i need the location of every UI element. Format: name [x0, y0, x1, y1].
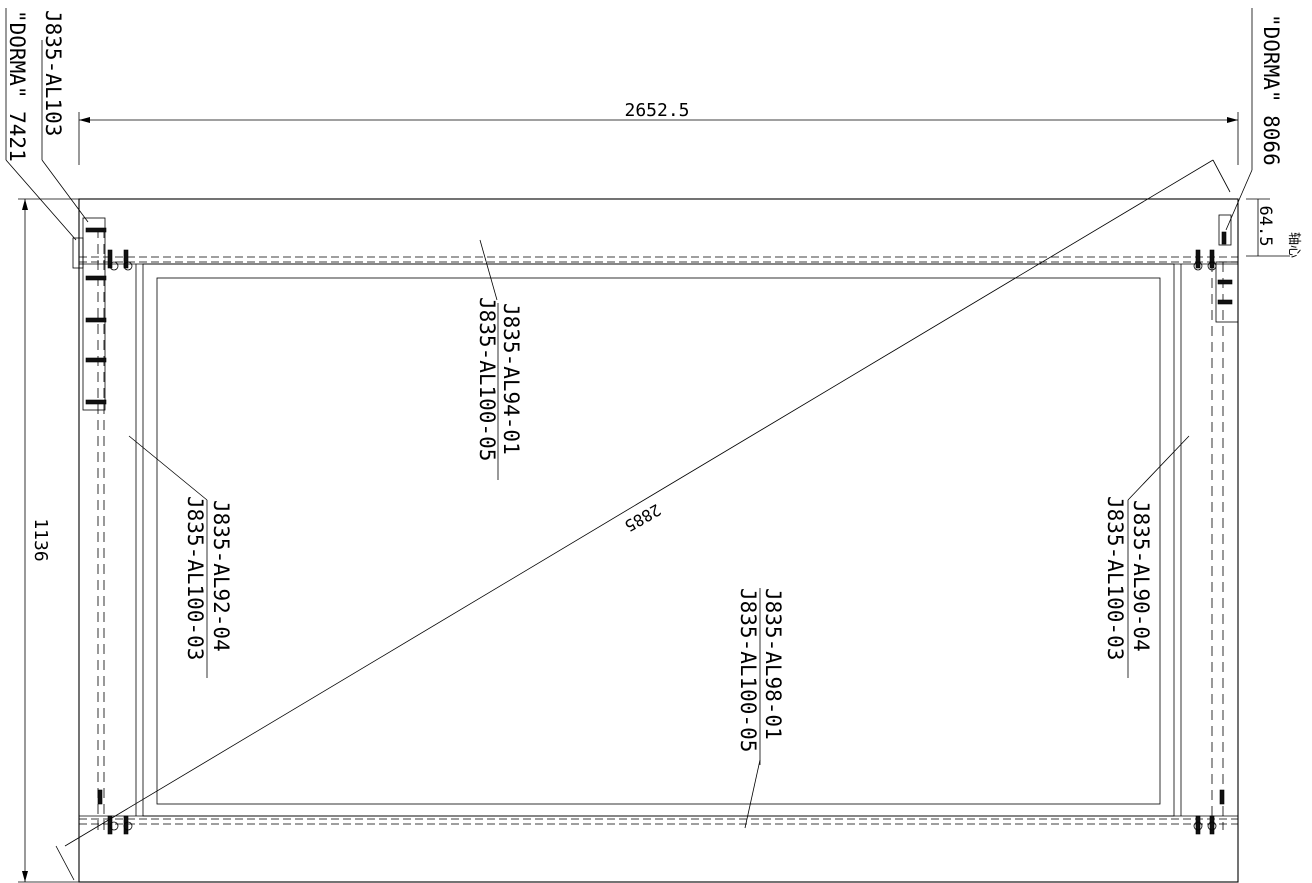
- callout-top-rail-line1: J835-AL94-01: [499, 303, 523, 455]
- dorma-left-label: "DORMA" 7421: [5, 10, 29, 162]
- callout-top-rail: J835-AL94-01 J835-AL100-05: [475, 297, 523, 480]
- fixing-bolts: [85, 227, 1233, 835]
- door-outline: [78, 198, 1239, 883]
- width-dimension: 2652.5: [78, 100, 1239, 165]
- height-dimension-label: 1136: [30, 518, 51, 561]
- height-dimension: 1136: [18, 198, 79, 883]
- left-stile: [72, 217, 137, 830]
- part-top-left-label: J835-AL103: [41, 10, 65, 136]
- callout-left-stile-line2: J835-AL100-03: [183, 496, 207, 660]
- callout-right-stile-line2: J835-AL100-03: [1103, 496, 1127, 660]
- pivot-offset-dimension: 64.5 轴心: [1246, 198, 1301, 258]
- pivot-offset-label: 64.5: [1255, 206, 1275, 247]
- pivot-axis-label: 轴心: [1286, 232, 1301, 258]
- diagonal-dimension-label: 2885: [621, 500, 664, 536]
- callout-right-stile: J835-AL90-04 J835-AL100-03: [1103, 496, 1153, 678]
- right-stile: [1180, 214, 1239, 830]
- callout-left-stile-line1: J835-AL92-04: [209, 500, 233, 652]
- glass-panel: [142, 263, 1175, 817]
- callout-bottom-rail: J835-AL98-01 J835-AL100-05: [736, 588, 785, 765]
- callout-right-stile-line1: J835-AL90-04: [1129, 500, 1153, 652]
- top-rail: [79, 256, 1238, 265]
- bottom-rail: [79, 815, 1238, 825]
- callout-bottom-rail-line1: J835-AL98-01: [761, 588, 785, 740]
- leader-lines: [5, 8, 1253, 829]
- width-dimension-label: 2652.5: [624, 100, 689, 121]
- callout-left-stile: J835-AL92-04 J835-AL100-03: [183, 496, 233, 678]
- dorma-right-label: "DORMA" 8066: [1259, 14, 1283, 166]
- callout-bottom-rail-line2: J835-AL100-05: [736, 588, 760, 752]
- callout-top-rail-line2: J835-AL100-05: [475, 297, 499, 461]
